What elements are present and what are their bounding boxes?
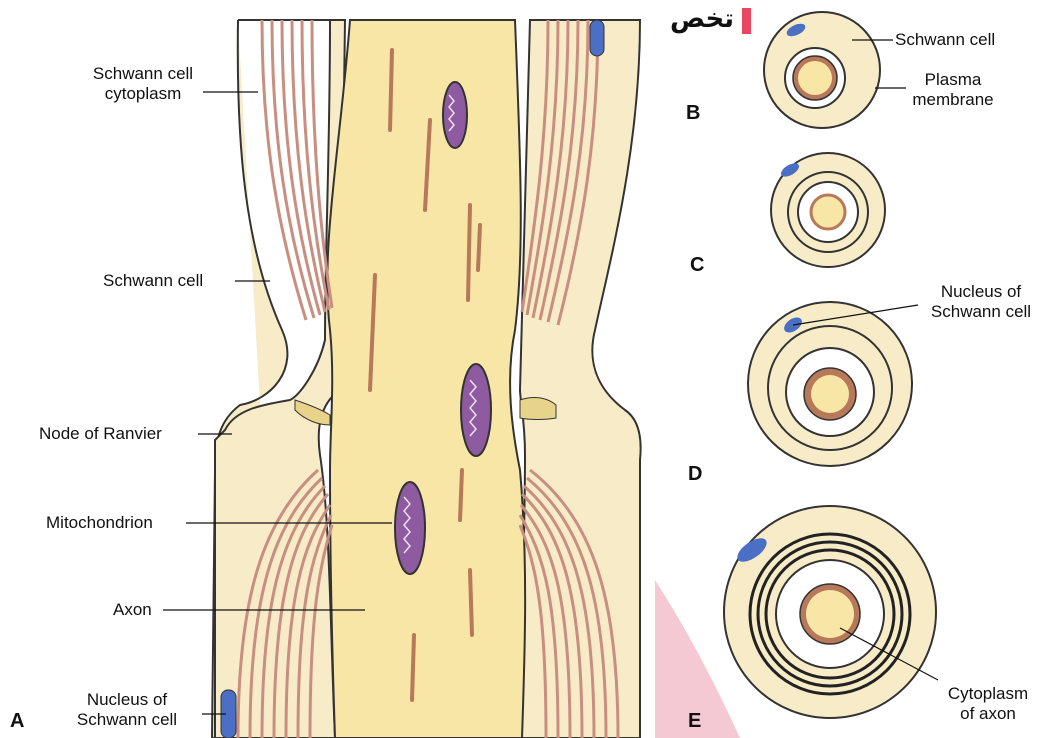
label-mitochondrion: Mitochondrion xyxy=(46,513,153,533)
label-schwann-cell-a: Schwann cell xyxy=(103,271,203,291)
panel-letter-e: E xyxy=(688,710,701,733)
panel-letter-d: D xyxy=(688,463,702,486)
label-nucleus-d: Nucleus of Schwann cell xyxy=(918,282,1044,322)
watermark-text: تخص xyxy=(670,4,734,34)
panel-letter-c: C xyxy=(690,254,704,277)
label-cytoplasm-axon: Cytoplasm of axon xyxy=(935,684,1041,724)
nucleus-shape-top xyxy=(590,20,604,56)
label-nucleus-a: Nucleus of Schwann cell xyxy=(62,690,192,730)
longitudinal-section xyxy=(212,20,641,738)
label-schwann-cell-b: Schwann cell xyxy=(895,30,995,50)
panel-letter-b: B xyxy=(686,102,700,125)
label-schwann-cytoplasm: Schwann cell cytoplasm xyxy=(78,64,208,104)
cross-section-b xyxy=(764,12,880,128)
label-plasma-membrane: Plasma membrane xyxy=(898,70,1008,110)
label-axon: Axon xyxy=(113,600,152,620)
watermark-pink-mark xyxy=(742,8,751,34)
cross-section-e xyxy=(724,506,936,718)
cross-section-c xyxy=(771,153,885,267)
panel-letter-a: A xyxy=(10,710,24,733)
cross-section-d xyxy=(748,302,912,466)
axon-shape xyxy=(327,20,525,738)
label-node-of-ranvier: Node of Ranvier xyxy=(39,424,162,444)
